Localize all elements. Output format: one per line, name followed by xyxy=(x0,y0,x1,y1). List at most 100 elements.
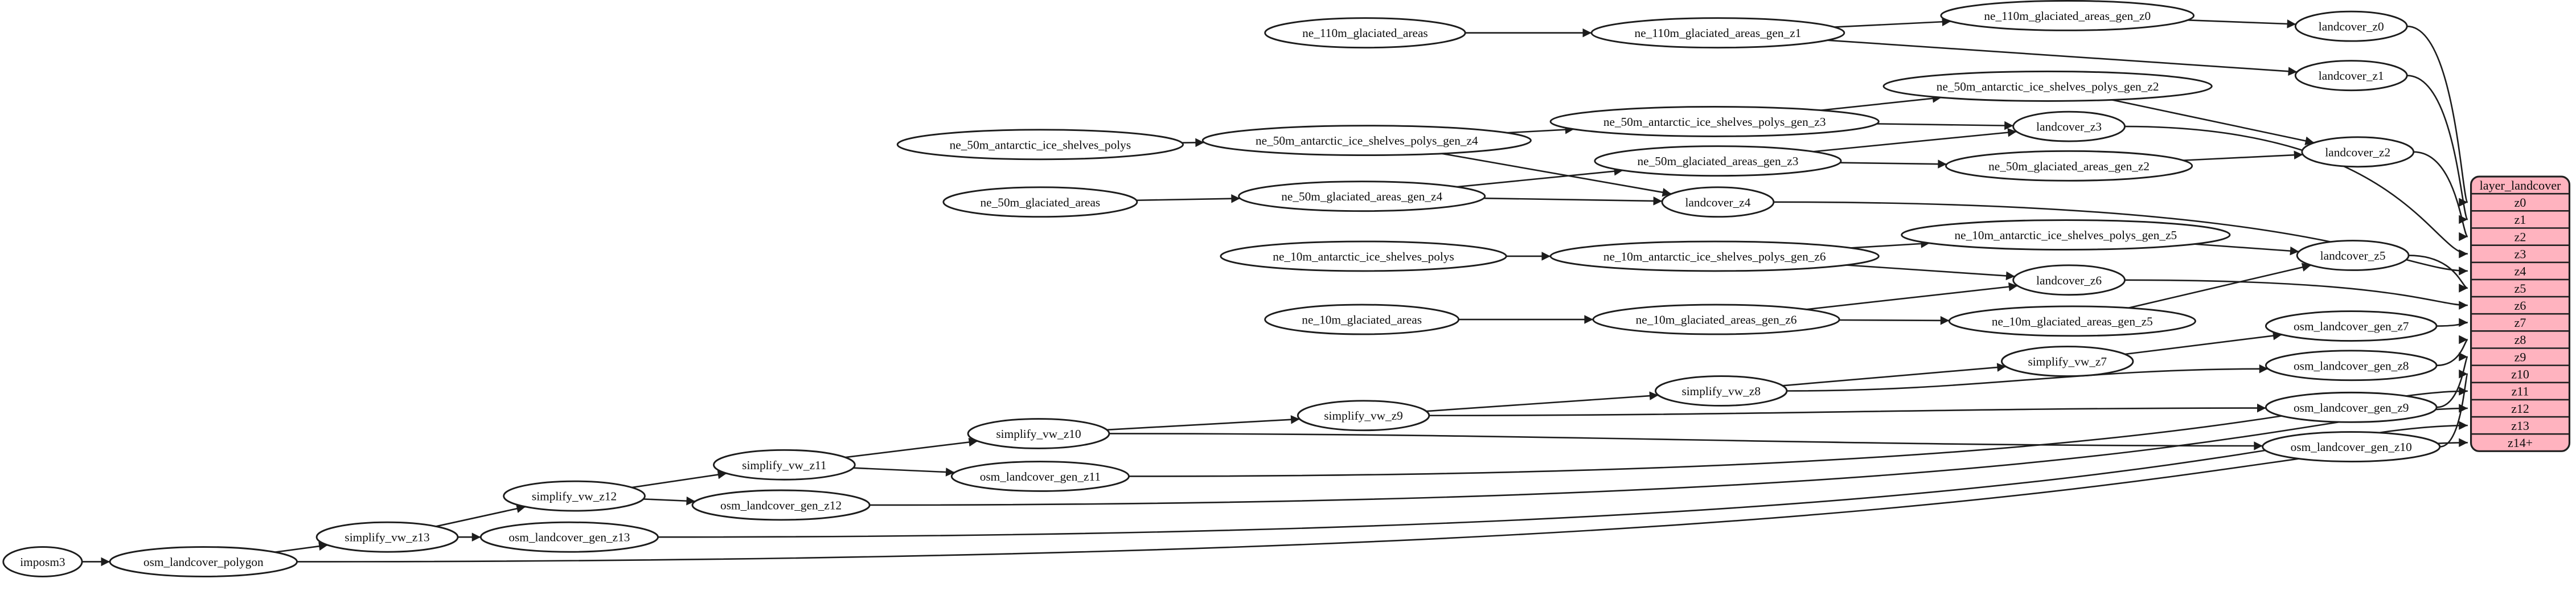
edge-simplify_vw_z8-to-simplify_vw_z7 xyxy=(1782,363,2007,387)
edge-ne_10m_antarctic_ice_shelves_polys_gen_z6-to-ne_10m_antarctic_ice_shelves_polys_gen_z5 xyxy=(1850,239,1930,249)
node-ellipse-simplify_vw_z11 xyxy=(713,449,856,481)
node-ellipse-ne_50m_glaciated_areas_gen_z3 xyxy=(1594,145,1842,177)
node-simplify_vw_z10: simplify_vw_z10 xyxy=(967,418,1110,449)
node-ellipse-ne_50m_antarctic_ice_shelves_polys_gen_z4 xyxy=(1201,125,1532,157)
edge-simplify_vw_z13-to-simplify_vw_z12 xyxy=(436,504,526,527)
node-landcover_z6: landcover_z6 xyxy=(2012,264,2126,296)
table-row-z0: z0 xyxy=(2515,195,2526,210)
edge-simplify_vw_z9-to-simplify_vw_z8 xyxy=(1426,391,1659,412)
node-label-osm_landcover_gen_z9: osm_landcover_gen_z9 xyxy=(2294,401,2409,415)
node-ellipse-osm_landcover_gen_z7 xyxy=(2265,310,2438,342)
node-osm_landcover_polygon: osm_landcover_polygon xyxy=(109,546,298,577)
node-label-ne_50m_glaciated_areas_gen_z3: ne_50m_glaciated_areas_gen_z3 xyxy=(1637,154,1798,168)
node-ne_10m_antarctic_ice_shelves_polys: ne_10m_antarctic_ice_shelves_polys xyxy=(1220,240,1507,272)
edge-ne_110m_glaciated_areas_gen_z0-to-landcover_z0 xyxy=(2187,19,2296,28)
node-label-simplify_vw_z9: simplify_vw_z9 xyxy=(1324,409,1403,423)
table-row-z13: z13 xyxy=(2511,419,2529,433)
node-ellipse-ne_50m_antarctic_ice_shelves_polys_gen_z2 xyxy=(1882,71,2213,102)
edge-simplify_vw_z12-to-simplify_vw_z11 xyxy=(631,470,727,489)
node-label-landcover_z2: landcover_z2 xyxy=(2325,145,2390,159)
edge-landcover_z2-to-layer_landcover-z2 xyxy=(2413,151,2469,241)
edge-ne_50m_glaciated_areas-to-ne_50m_glaciated_areas_gen_z4 xyxy=(1136,194,1240,203)
node-ellipse-ne_50m_antarctic_ice_shelves_polys_gen_z3 xyxy=(1549,106,1880,137)
node-ellipse-simplify_vw_z7 xyxy=(2001,346,2134,377)
node-landcover_z3: landcover_z3 xyxy=(2012,110,2126,142)
node-ellipse-osm_landcover_gen_z11 xyxy=(950,461,1130,492)
node-simplify_vw_z7: simplify_vw_z7 xyxy=(2001,346,2134,377)
node-ellipse-simplify_vw_z13 xyxy=(315,521,459,553)
table-row-z9: z9 xyxy=(2515,350,2526,364)
edge-ne_50m_antarctic_ice_shelves_polys_gen_z3-to-landcover_z3 xyxy=(1876,121,2013,130)
node-osm_landcover_gen_z7: osm_landcover_gen_z7 xyxy=(2265,310,2438,342)
node-label-ne_50m_antarctic_ice_shelves_polys_gen_z2: ne_50m_antarctic_ice_shelves_polys_gen_z… xyxy=(1937,80,2159,93)
node-ne_10m_glaciated_areas_gen_z6: ne_10m_glaciated_areas_gen_z6 xyxy=(1592,304,1840,335)
node-ne_10m_glaciated_areas_gen_z5: ne_10m_glaciated_areas_gen_z5 xyxy=(1948,305,2196,337)
node-ellipse-ne_10m_antarctic_ice_shelves_polys xyxy=(1220,240,1507,272)
node-label-ne_50m_antarctic_ice_shelves_polys_gen_z3: ne_50m_antarctic_ice_shelves_polys_gen_z… xyxy=(1603,115,1826,129)
node-osm_landcover_gen_z9: osm_landcover_gen_z9 xyxy=(2265,391,2438,423)
node-ne_50m_glaciated_areas_gen_z2: ne_50m_glaciated_areas_gen_z2 xyxy=(1945,150,2193,182)
node-label-landcover_z3: landcover_z3 xyxy=(2036,120,2102,134)
node-ellipse-osm_landcover_gen_z9 xyxy=(2265,391,2438,423)
node-ellipse-ne_50m_glaciated_areas_gen_z4 xyxy=(1238,181,1486,212)
node-osm_landcover_gen_z11: osm_landcover_gen_z11 xyxy=(950,461,1130,492)
edge-simplify_vw_z7-to-osm_landcover_gen_z7 xyxy=(2124,331,2282,355)
edge-osm_landcover_gen_z7-to-layer_landcover-z7 xyxy=(2436,318,2468,327)
edge-osm_landcover_gen_z13-to-layer_landcover-z13 xyxy=(658,421,2468,538)
node-ne_10m_antarctic_ice_shelves_polys_gen_z6: ne_10m_antarctic_ice_shelves_polys_gen_z… xyxy=(1549,240,1880,272)
node-ne_50m_antarctic_ice_shelves_polys: ne_50m_antarctic_ice_shelves_polys xyxy=(896,129,1184,161)
node-ne_50m_antarctic_ice_shelves_polys_gen_z2: ne_50m_antarctic_ice_shelves_polys_gen_z… xyxy=(1882,71,2213,102)
edge-ne_50m_antarctic_ice_shelves_polys_gen_z2-to-landcover_z2 xyxy=(2111,99,2315,145)
table-row-z3: z3 xyxy=(2515,247,2526,261)
node-ellipse-landcover_z3 xyxy=(2012,110,2126,142)
node-label-simplify_vw_z12: simplify_vw_z12 xyxy=(532,490,617,503)
node-osm_landcover_gen_z8: osm_landcover_gen_z8 xyxy=(2265,350,2438,382)
node-simplify_vw_z13: simplify_vw_z13 xyxy=(315,521,459,553)
node-label-ne_50m_glaciated_areas_gen_z4: ne_50m_glaciated_areas_gen_z4 xyxy=(1281,190,1442,203)
edge-osm_landcover_gen_z10-to-layer_landcover-z10 xyxy=(2439,370,2469,448)
edge-simplify_vw_z8-to-osm_landcover_gen_z8 xyxy=(1786,364,2269,392)
edge-ne_50m_antarctic_ice_shelves_polys_gen_z4-to-landcover_z4 xyxy=(1441,153,1672,197)
node-label-osm_landcover_polygon: osm_landcover_polygon xyxy=(143,555,264,569)
node-landcover_z0: landcover_z0 xyxy=(2294,10,2408,42)
node-ellipse-simplify_vw_z12 xyxy=(503,480,646,512)
edge-ne_50m_antarctic_ice_shelves_polys_gen_z4-to-ne_50m_antarctic_ice_shelves_polys_gen_z3 xyxy=(1507,125,1574,134)
node-osm_landcover_gen_z10: osm_landcover_gen_z10 xyxy=(2262,431,2441,462)
node-label-landcover_z5: landcover_z5 xyxy=(2320,249,2386,263)
edge-ne_50m_glaciated_areas_gen_z4-to-ne_50m_glaciated_areas_gen_z3 xyxy=(1457,166,1623,188)
node-ellipse-landcover_z4 xyxy=(1661,186,1775,218)
edge-simplify_vw_z12-to-osm_landcover_gen_z12 xyxy=(643,496,696,506)
node-osm_landcover_gen_z12: osm_landcover_gen_z12 xyxy=(691,489,871,521)
node-ellipse-ne_50m_antarctic_ice_shelves_polys xyxy=(896,129,1184,161)
node-ellipse-simplify_vw_z8 xyxy=(1655,375,1788,407)
node-ellipse-ne_10m_antarctic_ice_shelves_polys_gen_z6 xyxy=(1549,240,1880,272)
node-landcover_z1: landcover_z1 xyxy=(2294,60,2408,92)
node-label-ne_10m_antarctic_ice_shelves_polys: ne_10m_antarctic_ice_shelves_polys xyxy=(1273,249,1454,263)
edge-ne_50m_glaciated_areas_gen_z4-to-landcover_z4 xyxy=(1483,196,1663,206)
node-ne_10m_antarctic_ice_shelves_polys_gen_z5: ne_10m_antarctic_ice_shelves_polys_gen_z… xyxy=(1901,219,2231,251)
node-ellipse-ne_110m_glaciated_areas xyxy=(1264,17,1466,49)
node-label-ne_10m_glaciated_areas_gen_z5: ne_10m_glaciated_areas_gen_z5 xyxy=(1992,314,2153,328)
table-row-z12: z12 xyxy=(2511,401,2529,416)
edge-ne_50m_glaciated_areas_gen_z3-to-landcover_z3 xyxy=(1813,128,2017,153)
table-row-z10: z10 xyxy=(2511,367,2529,381)
node-label-ne_10m_antarctic_ice_shelves_polys_gen_z6: ne_10m_antarctic_ice_shelves_polys_gen_z… xyxy=(1603,249,1826,263)
edge-ne_10m_glaciated_areas_gen_z5-to-landcover_z5 xyxy=(2128,263,2311,309)
node-ellipse-ne_50m_glaciated_areas_gen_z2 xyxy=(1945,150,2193,182)
node-ne_50m_antarctic_ice_shelves_polys_gen_z4: ne_50m_antarctic_ice_shelves_polys_gen_z… xyxy=(1201,125,1532,157)
node-label-ne_50m_glaciated_areas: ne_50m_glaciated_areas xyxy=(981,195,1101,209)
node-ne_10m_glaciated_areas: ne_10m_glaciated_areas xyxy=(1264,304,1460,335)
node-label-osm_landcover_gen_z11: osm_landcover_gen_z11 xyxy=(980,470,1101,483)
edge-landcover_z0-to-layer_landcover-z0 xyxy=(2407,25,2469,207)
node-landcover_z2: landcover_z2 xyxy=(2301,136,2415,168)
table-title: layer_landcover xyxy=(2480,178,2561,192)
node-label-ne_110m_glaciated_areas: ne_110m_glaciated_areas xyxy=(1302,26,1428,40)
edge-simplify_vw_z10-to-osm_landcover_gen_z10 xyxy=(1109,433,2263,450)
node-ellipse-ne_10m_antarctic_ice_shelves_polys_gen_z5 xyxy=(1901,219,2231,251)
edge-ne_10m_antarctic_ice_shelves_polys_gen_z5-to-landcover_z5 xyxy=(2194,243,2299,256)
node-ellipse-osm_landcover_gen_z10 xyxy=(2262,431,2441,462)
node-ellipse-simplify_vw_z9 xyxy=(1297,400,1430,432)
table-row-z4: z4 xyxy=(2515,264,2526,278)
